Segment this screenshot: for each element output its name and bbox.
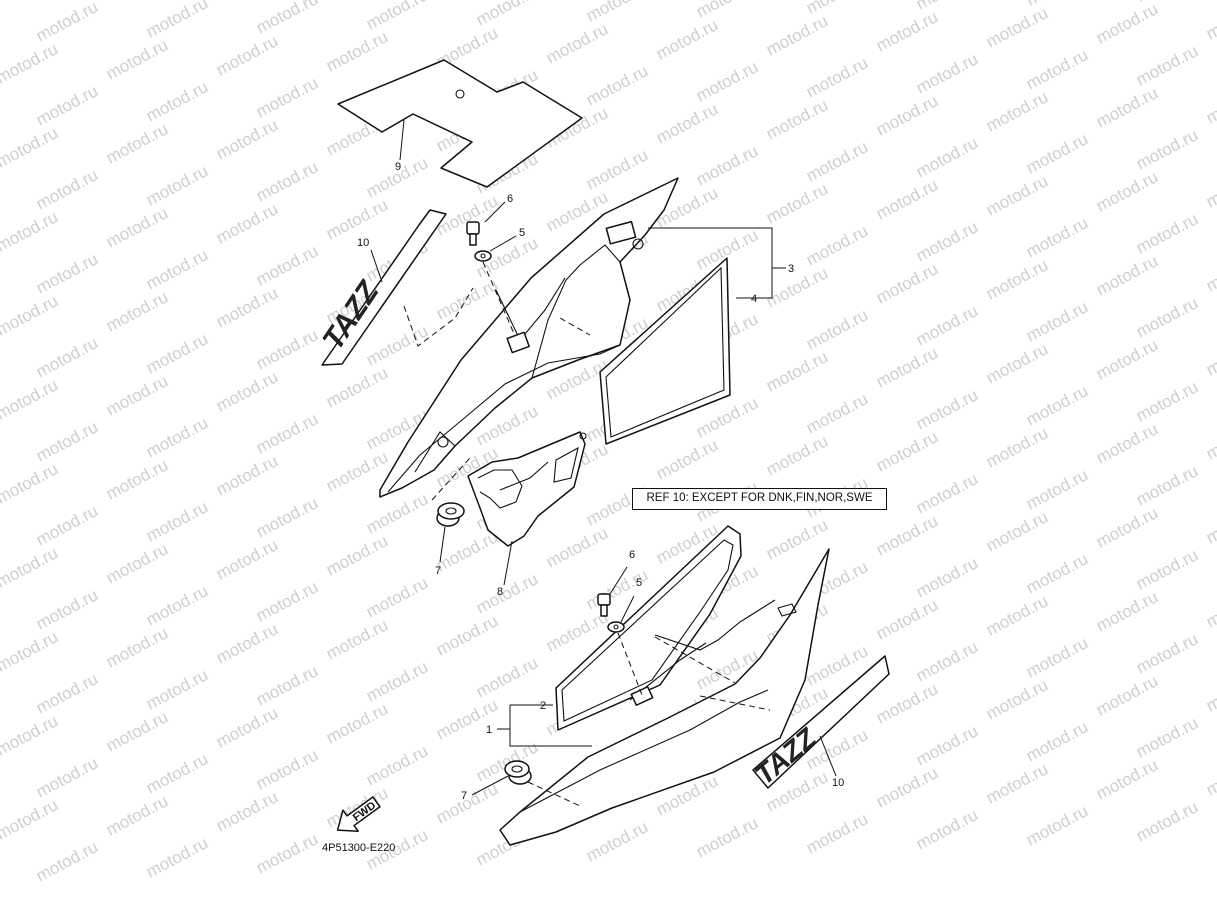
part-9-hole [455,89,465,99]
part-6-bolt-lower [597,593,611,617]
callout-10-upper: 10 [357,237,369,249]
callout-5-lower: 5 [636,577,642,589]
fwd-arrow-icon: FWD [336,796,381,832]
callout-3: 3 [788,263,794,275]
part-7-grommet-lower [504,760,532,785]
part-3-tab [605,220,637,245]
callout-10-lower: 10 [832,777,844,789]
part-2-panel [555,525,742,731]
callout-7-lower: 7 [461,790,467,802]
reference-note: REF 10: EXCEPT FOR DNK,FIN,NOR,SWE [632,488,887,510]
part-5-washer-upper [474,250,492,262]
part-5-washer-lower [607,621,625,633]
part-8-bracket [467,431,586,547]
part-4-panel [599,257,731,445]
diagram-code: 4P51300-E220 [322,842,396,854]
part-1-clip [630,686,654,706]
callout-8: 8 [497,586,503,598]
part-10-decal-upper [321,209,447,366]
callout-9: 9 [395,161,401,173]
part-9-sheet [337,59,583,188]
part-10-decal-lower [752,655,890,789]
part-1-side-cover-lower [499,548,830,846]
callout-4: 4 [751,293,757,305]
callout-1: 1 [486,724,492,736]
callout-6-upper: 6 [507,193,513,205]
callout-7-upper: 7 [435,565,441,577]
callout-6-lower: 6 [629,549,635,561]
callout-2: 2 [540,700,546,712]
callout-5-upper: 5 [519,227,525,239]
part-3-clip [506,331,530,354]
part-6-bolt-upper [466,221,480,246]
part-7-grommet-upper [436,502,465,527]
